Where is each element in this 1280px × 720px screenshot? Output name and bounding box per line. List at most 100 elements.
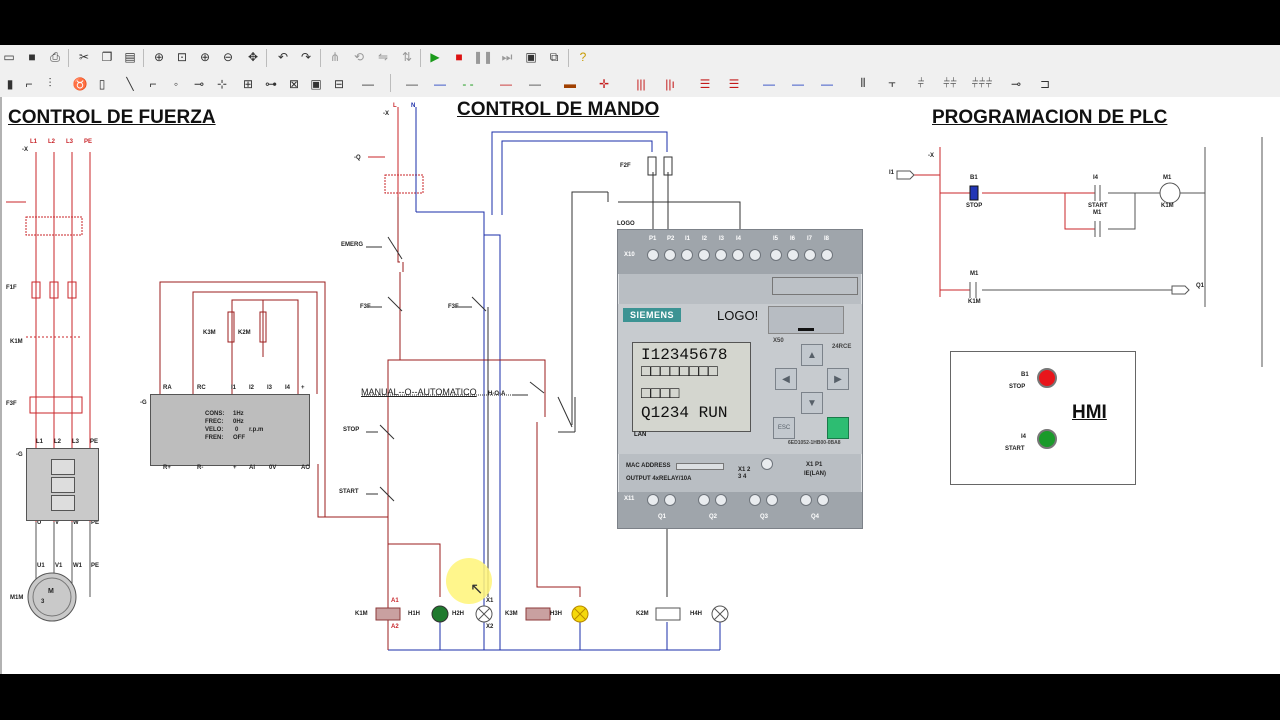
plc-coil-k1m[interactable] [1159,182,1181,204]
fuse-icon[interactable]: ▯ [98,76,106,91]
line-tool-icon[interactable]: — [362,76,374,91]
zoom-area-icon[interactable]: ⊕ [153,50,165,64]
logo-ie-lan: IE(LAN) [804,471,826,477]
plc-label-start: START [1088,203,1108,209]
vfd-drive[interactable]: RA RC I1 I2 I3 I4 + CONS: 1Hz FREC: 0Hz … [150,385,310,471]
rotate-icon[interactable]: ⟲ [353,50,365,64]
lamp-h1h[interactable] [431,605,449,623]
line-red-icon[interactable]: — [500,76,512,91]
zoom-in-icon[interactable]: ⊕ [199,50,211,64]
block-icon[interactable]: ⊟ [333,76,345,91]
motor-term-u1: U1 [37,563,45,569]
flip-icon[interactable]: ⇅ [401,50,413,64]
save-icon[interactable]: ■ [28,50,36,64]
window-icon[interactable]: ▣ [525,50,537,64]
mando-stop: STOP [343,427,360,433]
lcd-line-4: Q1234 RUN [641,404,728,422]
copy-icon[interactable]: ❐ [101,50,113,64]
logo-up-button[interactable]: ▲ [801,344,823,366]
separator [420,49,421,67]
plc-output-icon[interactable]: ⊸ [1010,76,1022,91]
component-toolbar: ▮ ⌐ ⫶ ♉ ▯ ╲ ⌐ ◦ ⊸ ⊹ ⊞ ⊶ ⊠ ▣ ⊟ — — — - - … [0,70,1280,98]
plc-nc-icon[interactable]: ⫟ [888,76,896,90]
help-icon[interactable]: ? [579,50,587,64]
schematic-canvas[interactable]: CONTROL DE FUERZA CONTROL DE MANDO PROGR… [0,97,1280,674]
coil-k3m[interactable] [525,607,551,621]
bus-red2-icon[interactable]: ||ı [665,76,675,91]
hline-blue3-icon[interactable]: — [821,76,833,91]
line-green-icon[interactable]: - - [462,76,474,91]
relay-icon[interactable]: ⊹ [216,76,228,91]
zoom-out-icon[interactable]: ⊖ [222,50,234,64]
step-icon[interactable]: ⏭ [501,49,513,64]
plc-output-q1[interactable] [1171,285,1190,295]
line-brown-icon[interactable]: ▬ [564,76,576,91]
bus-red-icon[interactable]: ||| [636,76,646,91]
coil-icon[interactable]: ⊸ [193,76,205,91]
hline-blue-icon[interactable]: — [763,76,775,91]
triple-contact-icon[interactable]: ⫶ [48,76,52,90]
hline-red2-icon[interactable]: ☰ [728,76,740,91]
thermal-icon[interactable]: ♉ [72,76,88,91]
counter-icon[interactable]: ▣ [310,76,322,91]
motor-tool-icon[interactable]: ⊶ [265,76,277,91]
open-file-icon[interactable]: ▭ [3,50,15,64]
node-icon[interactable]: ◦ [173,76,179,91]
pause-icon[interactable]: ❚❚ [472,50,494,64]
coil-k2m[interactable] [655,607,681,621]
logo-esc-button[interactable]: ESC [773,417,795,439]
hline-red-icon[interactable]: ☰ [699,76,711,91]
logo-in-i1: I1 [685,236,691,242]
timer-icon[interactable]: ⊞ [242,76,254,91]
coil-k1m[interactable] [375,607,401,621]
align-icon[interactable]: ⋔ [329,50,341,64]
hmi-stop-button[interactable] [1037,368,1057,388]
logo-ok-button[interactable] [827,417,849,439]
vfd-param-fren-name: FREN: [205,435,224,441]
plc-coil-icon[interactable]: ⫩ [917,76,925,90]
motor-letter: M [48,588,54,595]
layout-icon[interactable]: ⧉ [549,49,559,64]
print-icon[interactable]: ⎙ [50,49,60,64]
redo-icon[interactable]: ↷ [300,50,312,64]
lamp-tool-icon[interactable]: ⊠ [288,76,300,91]
pan-icon[interactable]: ✥ [247,50,259,64]
hline-blue2-icon[interactable]: — [792,76,804,91]
plc-contact-icon[interactable]: ⫴ [860,76,866,90]
logo-model: LOGO! [717,308,759,323]
hmi-start-button[interactable] [1037,429,1057,449]
motor-symbol[interactable] [27,572,77,622]
logo-left-button[interactable]: ◀ [775,368,797,390]
load-h3h: H3H [550,611,563,617]
plc-multi-icon[interactable]: ⫩⫩ [943,76,957,90]
play-icon[interactable]: ▶ [430,50,440,64]
line-dark-icon[interactable]: — [529,76,541,91]
vfd-0v: 0V [269,465,277,471]
logo-plc[interactable]: P1 P2 I1 I2 I3 I4 I5 I6 I7 I8 X10 SIEMEN… [617,229,863,529]
vfd-param-frec-value: 0Hz [233,419,244,425]
logo-out-q4: Q4 [811,514,820,520]
no-contact-icon[interactable]: ╲ [126,76,134,91]
undo-icon[interactable]: ↶ [277,50,289,64]
line-blue-icon[interactable]: — [434,76,446,91]
plc-input-i1[interactable] [896,170,915,180]
logo-down-button[interactable]: ▼ [801,392,823,414]
plc-multi2-icon[interactable]: ⫩⫩⫩ [971,76,993,90]
wire-tool-icon[interactable]: ▮ [6,76,14,91]
line-black-icon[interactable]: — [406,76,418,91]
cut-icon[interactable]: ✂ [78,50,90,64]
plc-output2-icon[interactable]: ⊐ [1039,76,1051,91]
vfd-out-l1: L1 [36,439,44,445]
nc-contact-icon[interactable]: ⌐ [149,76,157,91]
zoom-fit-icon[interactable]: ⊡ [176,50,188,64]
junction-icon[interactable]: ✛ [598,76,610,91]
mirror-icon[interactable]: ⇋ [377,50,389,64]
vfd-power-module[interactable] [26,448,99,521]
separator [266,49,267,67]
plc-contact-b1[interactable] [969,185,979,201]
separator [390,74,391,92]
contact-tool-icon[interactable]: ⌐ [25,76,33,91]
stop-icon[interactable]: ■ [455,50,463,64]
paste-icon[interactable]: ▤ [124,50,136,64]
logo-right-button[interactable]: ▶ [827,368,849,390]
